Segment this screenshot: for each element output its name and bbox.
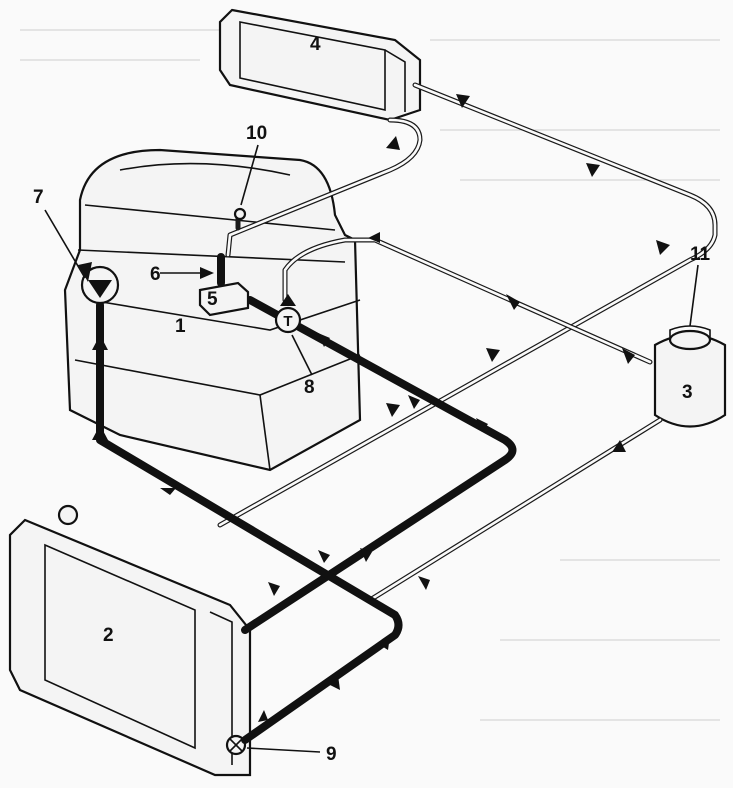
radiator xyxy=(8,504,252,777)
label-thermostat: 8 xyxy=(304,377,315,398)
heater-core xyxy=(218,8,422,122)
label-sensor: 6 xyxy=(150,264,161,285)
thermostat-symbol: T xyxy=(283,313,292,330)
label-valve: 10 xyxy=(246,123,267,144)
label-engine: 1 xyxy=(175,316,186,337)
part-labels: 4 1 2 3 5 6 7 8 9 10 11 xyxy=(33,34,711,765)
label-water-pump: 7 xyxy=(33,187,44,208)
label-housing: 5 xyxy=(207,289,218,310)
flow-arrows xyxy=(92,94,670,722)
thick-pipes xyxy=(96,253,517,744)
expansion-tank xyxy=(653,325,727,428)
label-tank-cap: 11 xyxy=(690,244,711,265)
label-heater-core: 4 xyxy=(310,34,321,55)
thin-pipes xyxy=(217,82,718,603)
label-expansion-tank: 3 xyxy=(682,382,693,403)
background-text-lines xyxy=(20,29,720,721)
label-drain-plug: 9 xyxy=(326,744,337,765)
leader-lines xyxy=(44,144,699,753)
label-radiator: 2 xyxy=(103,625,114,646)
engine-components: T xyxy=(80,265,302,334)
